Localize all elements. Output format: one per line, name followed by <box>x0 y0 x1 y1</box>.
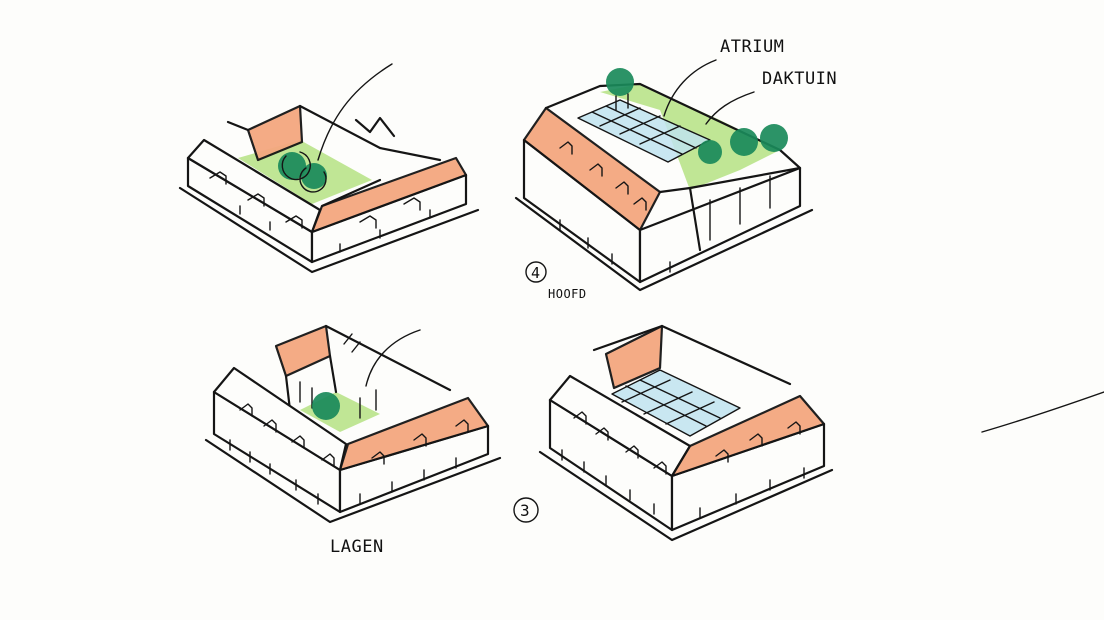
back-wing-ridge <box>226 104 442 162</box>
right-wing-roof <box>310 156 468 234</box>
window-ticks <box>559 219 671 273</box>
daktuin-leader-line <box>705 91 755 125</box>
number-4-label: 4 <box>531 264 541 282</box>
leader-line <box>365 329 421 387</box>
hoofd-label: HOOFD <box>548 287 587 301</box>
back-wing-roof <box>274 324 332 378</box>
back-gable <box>354 116 396 138</box>
dormers <box>559 141 647 211</box>
ground-line <box>204 438 502 524</box>
glass-roof <box>612 370 740 436</box>
building-frame <box>592 324 792 386</box>
ground-line <box>514 196 814 292</box>
window-ticks <box>229 439 457 505</box>
inner-facade-lines <box>299 333 377 419</box>
tree-icon <box>760 124 788 152</box>
glass-atrium <box>578 100 710 162</box>
dormers <box>239 403 469 467</box>
left-wing-roof <box>212 366 348 472</box>
number-circle-3 <box>513 497 539 523</box>
sketch-courtyard-block-bottom-left <box>204 324 502 524</box>
right-wing-roof <box>338 396 490 472</box>
inner-ridge <box>320 178 382 208</box>
sketch-courtyard-block-top-left <box>178 63 480 274</box>
tree-icon <box>606 68 634 96</box>
number-3-label: 3 <box>520 501 530 520</box>
facade-ticks <box>239 205 431 253</box>
sketch-glass-roof-block-bottom-right <box>538 324 834 542</box>
tree-outline <box>281 151 327 193</box>
tree-icon <box>301 163 327 189</box>
window-ticks <box>561 449 805 519</box>
number-circle-4 <box>525 261 547 283</box>
facade-lines <box>709 175 771 241</box>
tree-icon <box>730 128 758 156</box>
stray-pen-stroke <box>981 391 1104 433</box>
back-wing-roof <box>246 104 304 162</box>
tree-icon <box>698 140 722 164</box>
tree-trunks <box>615 93 629 111</box>
dormers <box>573 411 801 475</box>
tree-icon <box>312 392 340 420</box>
right-wall <box>638 166 802 284</box>
atrium-label: ATRIUM <box>720 37 784 57</box>
ground-line <box>538 450 834 542</box>
glass-roof-frame <box>611 369 741 437</box>
sketch-atrium-block-top-right <box>514 59 814 292</box>
building-frame <box>544 82 802 252</box>
lagen-label: LAGEN <box>330 537 384 557</box>
ground-line <box>178 186 480 274</box>
back-wing-roof <box>604 324 664 390</box>
daktuin-label: DAKTUIN <box>762 69 837 89</box>
atrium-leader-line <box>663 59 717 117</box>
dormers <box>209 171 421 229</box>
leader-line <box>317 63 393 161</box>
right-wing-roof <box>670 394 826 478</box>
